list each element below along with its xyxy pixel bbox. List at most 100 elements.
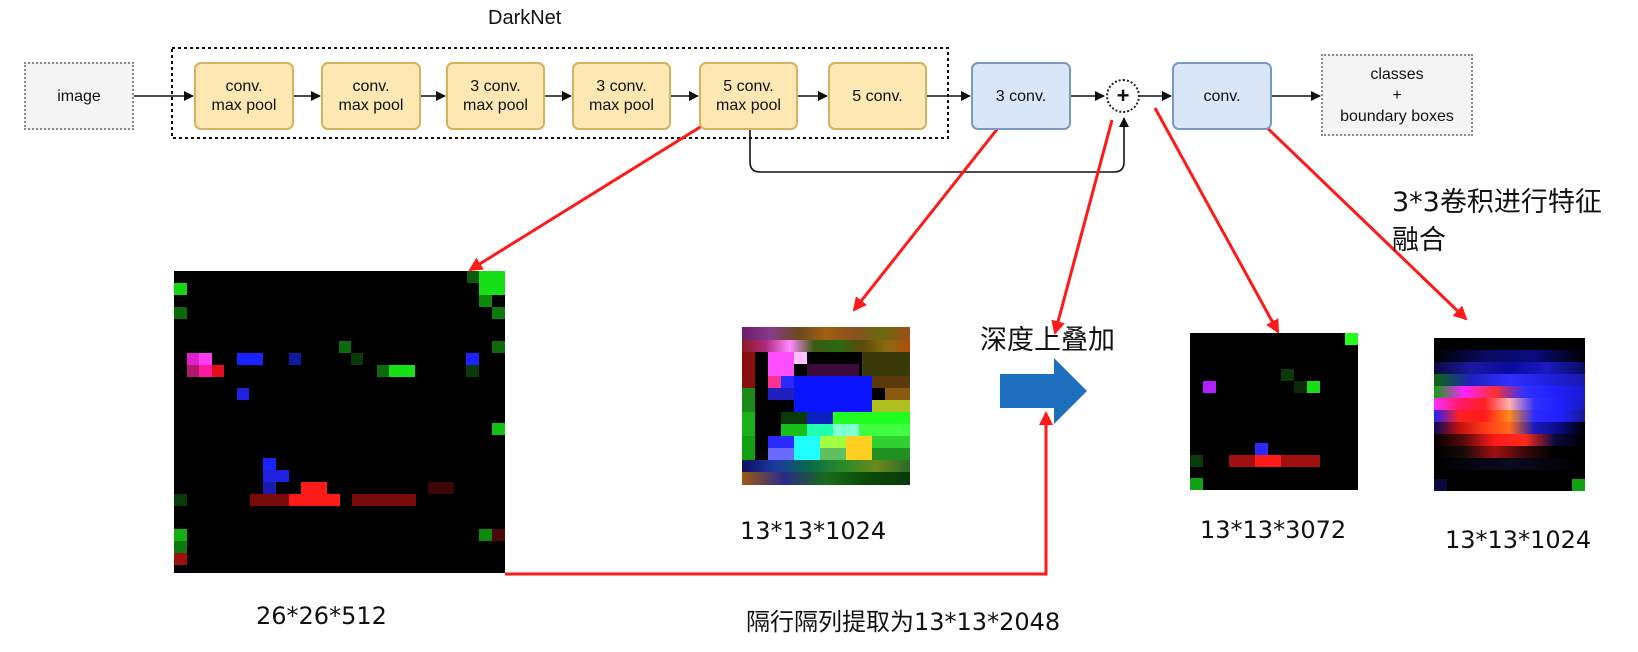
fm-pixel	[351, 353, 363, 365]
fm-pixel	[428, 482, 454, 494]
feature-map-13x13x1024-a	[742, 327, 910, 485]
fm-pixel	[1434, 446, 1585, 458]
fm-pixel	[742, 340, 910, 352]
reorg-connector	[505, 411, 1053, 576]
fm-pixel	[1434, 422, 1585, 434]
fm-pixel	[492, 529, 505, 541]
fm2-caption: 13*13*1024	[740, 517, 887, 545]
final-conv-node: conv.	[1172, 62, 1272, 130]
fm-pixel	[174, 553, 187, 565]
fm-pixel	[466, 365, 479, 377]
fm-pixel	[833, 412, 910, 424]
darknet-frame	[171, 47, 949, 139]
fm3-caption: 13*13*3072	[1200, 516, 1347, 544]
fm-pixel	[467, 271, 479, 283]
fm-pixel	[492, 341, 505, 353]
fm-pixel	[1434, 338, 1585, 350]
fm-pixel	[1572, 479, 1585, 491]
fm-pixel	[237, 353, 263, 365]
fm-pixel	[794, 376, 872, 412]
reorg-label: 隔行隔列提取为13*13*2048	[746, 608, 1061, 636]
fm-pixel	[1434, 434, 1585, 446]
fm-pixel	[742, 412, 755, 436]
fm-pixel	[1434, 374, 1585, 386]
fm-pixel	[199, 365, 212, 377]
fm-pixel	[768, 352, 794, 376]
fm-pixel	[794, 436, 820, 460]
red-arrow-fm2	[852, 117, 1008, 312]
fm-pixel	[872, 400, 910, 412]
fm-pixel	[742, 460, 910, 472]
fm-pixel	[1255, 455, 1281, 467]
feature-map-13x13x1024-b	[1434, 338, 1585, 491]
fm-pixel	[187, 365, 199, 377]
fm-pixel	[1190, 455, 1203, 467]
fm-pixel	[389, 365, 415, 377]
fm-pixel	[768, 448, 794, 460]
feature-map-26x26x512	[174, 271, 505, 573]
fm-pixel	[479, 271, 505, 295]
fm-pixel	[492, 307, 505, 319]
fm-pixel	[212, 365, 224, 377]
fm-pixel	[862, 352, 910, 376]
fm-pixel	[263, 470, 289, 482]
fm-pixel	[492, 423, 505, 435]
fm-pixel	[872, 448, 910, 460]
fm-pixel	[466, 353, 479, 365]
fm-pixel	[768, 388, 794, 400]
mid-conv-node: 3 conv.	[971, 62, 1071, 130]
fm-pixel	[820, 448, 846, 460]
fm-pixel	[1307, 381, 1320, 393]
concat-block-arrow	[1000, 358, 1087, 424]
red-arrow-fm4	[1257, 118, 1468, 321]
fm-pixel	[872, 436, 910, 448]
concat-label: 深度上叠加	[980, 325, 1115, 356]
fm-pixel	[781, 412, 807, 424]
fm-pixel	[289, 494, 340, 506]
red-arrow-fm3	[1153, 107, 1280, 334]
fm-pixel	[479, 529, 492, 541]
add-node: +	[1106, 79, 1140, 113]
fm-pixel	[263, 482, 276, 494]
fm-pixel	[174, 307, 187, 319]
input-image-node: image	[24, 62, 134, 130]
fm-pixel	[742, 327, 910, 340]
fm-pixel	[807, 364, 859, 376]
fusion-note-line2: 融合	[1392, 225, 1446, 256]
fm-pixel	[199, 353, 212, 365]
fm-pixel	[174, 494, 187, 506]
fm-pixel	[885, 388, 910, 400]
fm-pixel	[1190, 478, 1203, 490]
fm4-caption: 13*13*1024	[1445, 526, 1592, 554]
fm-pixel	[768, 436, 794, 448]
fm-pixel	[859, 424, 910, 436]
fm-pixel	[301, 482, 327, 494]
feature-map-13x13x3072	[1190, 333, 1358, 490]
skip-connection	[749, 117, 1129, 173]
fm-pixel	[1434, 362, 1585, 374]
darknet-title: DarkNet	[488, 7, 562, 29]
fm-pixel	[794, 352, 807, 364]
fm-pixel	[1434, 350, 1585, 362]
fm-pixel	[872, 376, 910, 388]
fm-pixel	[742, 352, 755, 388]
fm-pixel	[781, 424, 807, 436]
fm-pixel	[742, 436, 755, 460]
fm-pixel	[1434, 479, 1447, 491]
fm-pixel	[1203, 381, 1216, 393]
fm-pixel	[289, 353, 301, 365]
fm-pixel	[1434, 410, 1585, 422]
fm-pixel	[1345, 333, 1358, 345]
fm-pixel	[187, 353, 199, 365]
fm-pixel	[807, 412, 833, 424]
fm-pixel	[174, 541, 187, 553]
fm-pixel	[237, 388, 249, 400]
fm-pixel	[263, 458, 276, 470]
red-arrow-concat	[1051, 119, 1114, 335]
fm-pixel	[742, 388, 755, 412]
fm-pixel	[174, 529, 187, 541]
fm-pixel	[820, 436, 846, 448]
fm-pixel	[377, 365, 389, 377]
fm-pixel	[479, 295, 492, 307]
fm-pixel	[846, 436, 872, 460]
